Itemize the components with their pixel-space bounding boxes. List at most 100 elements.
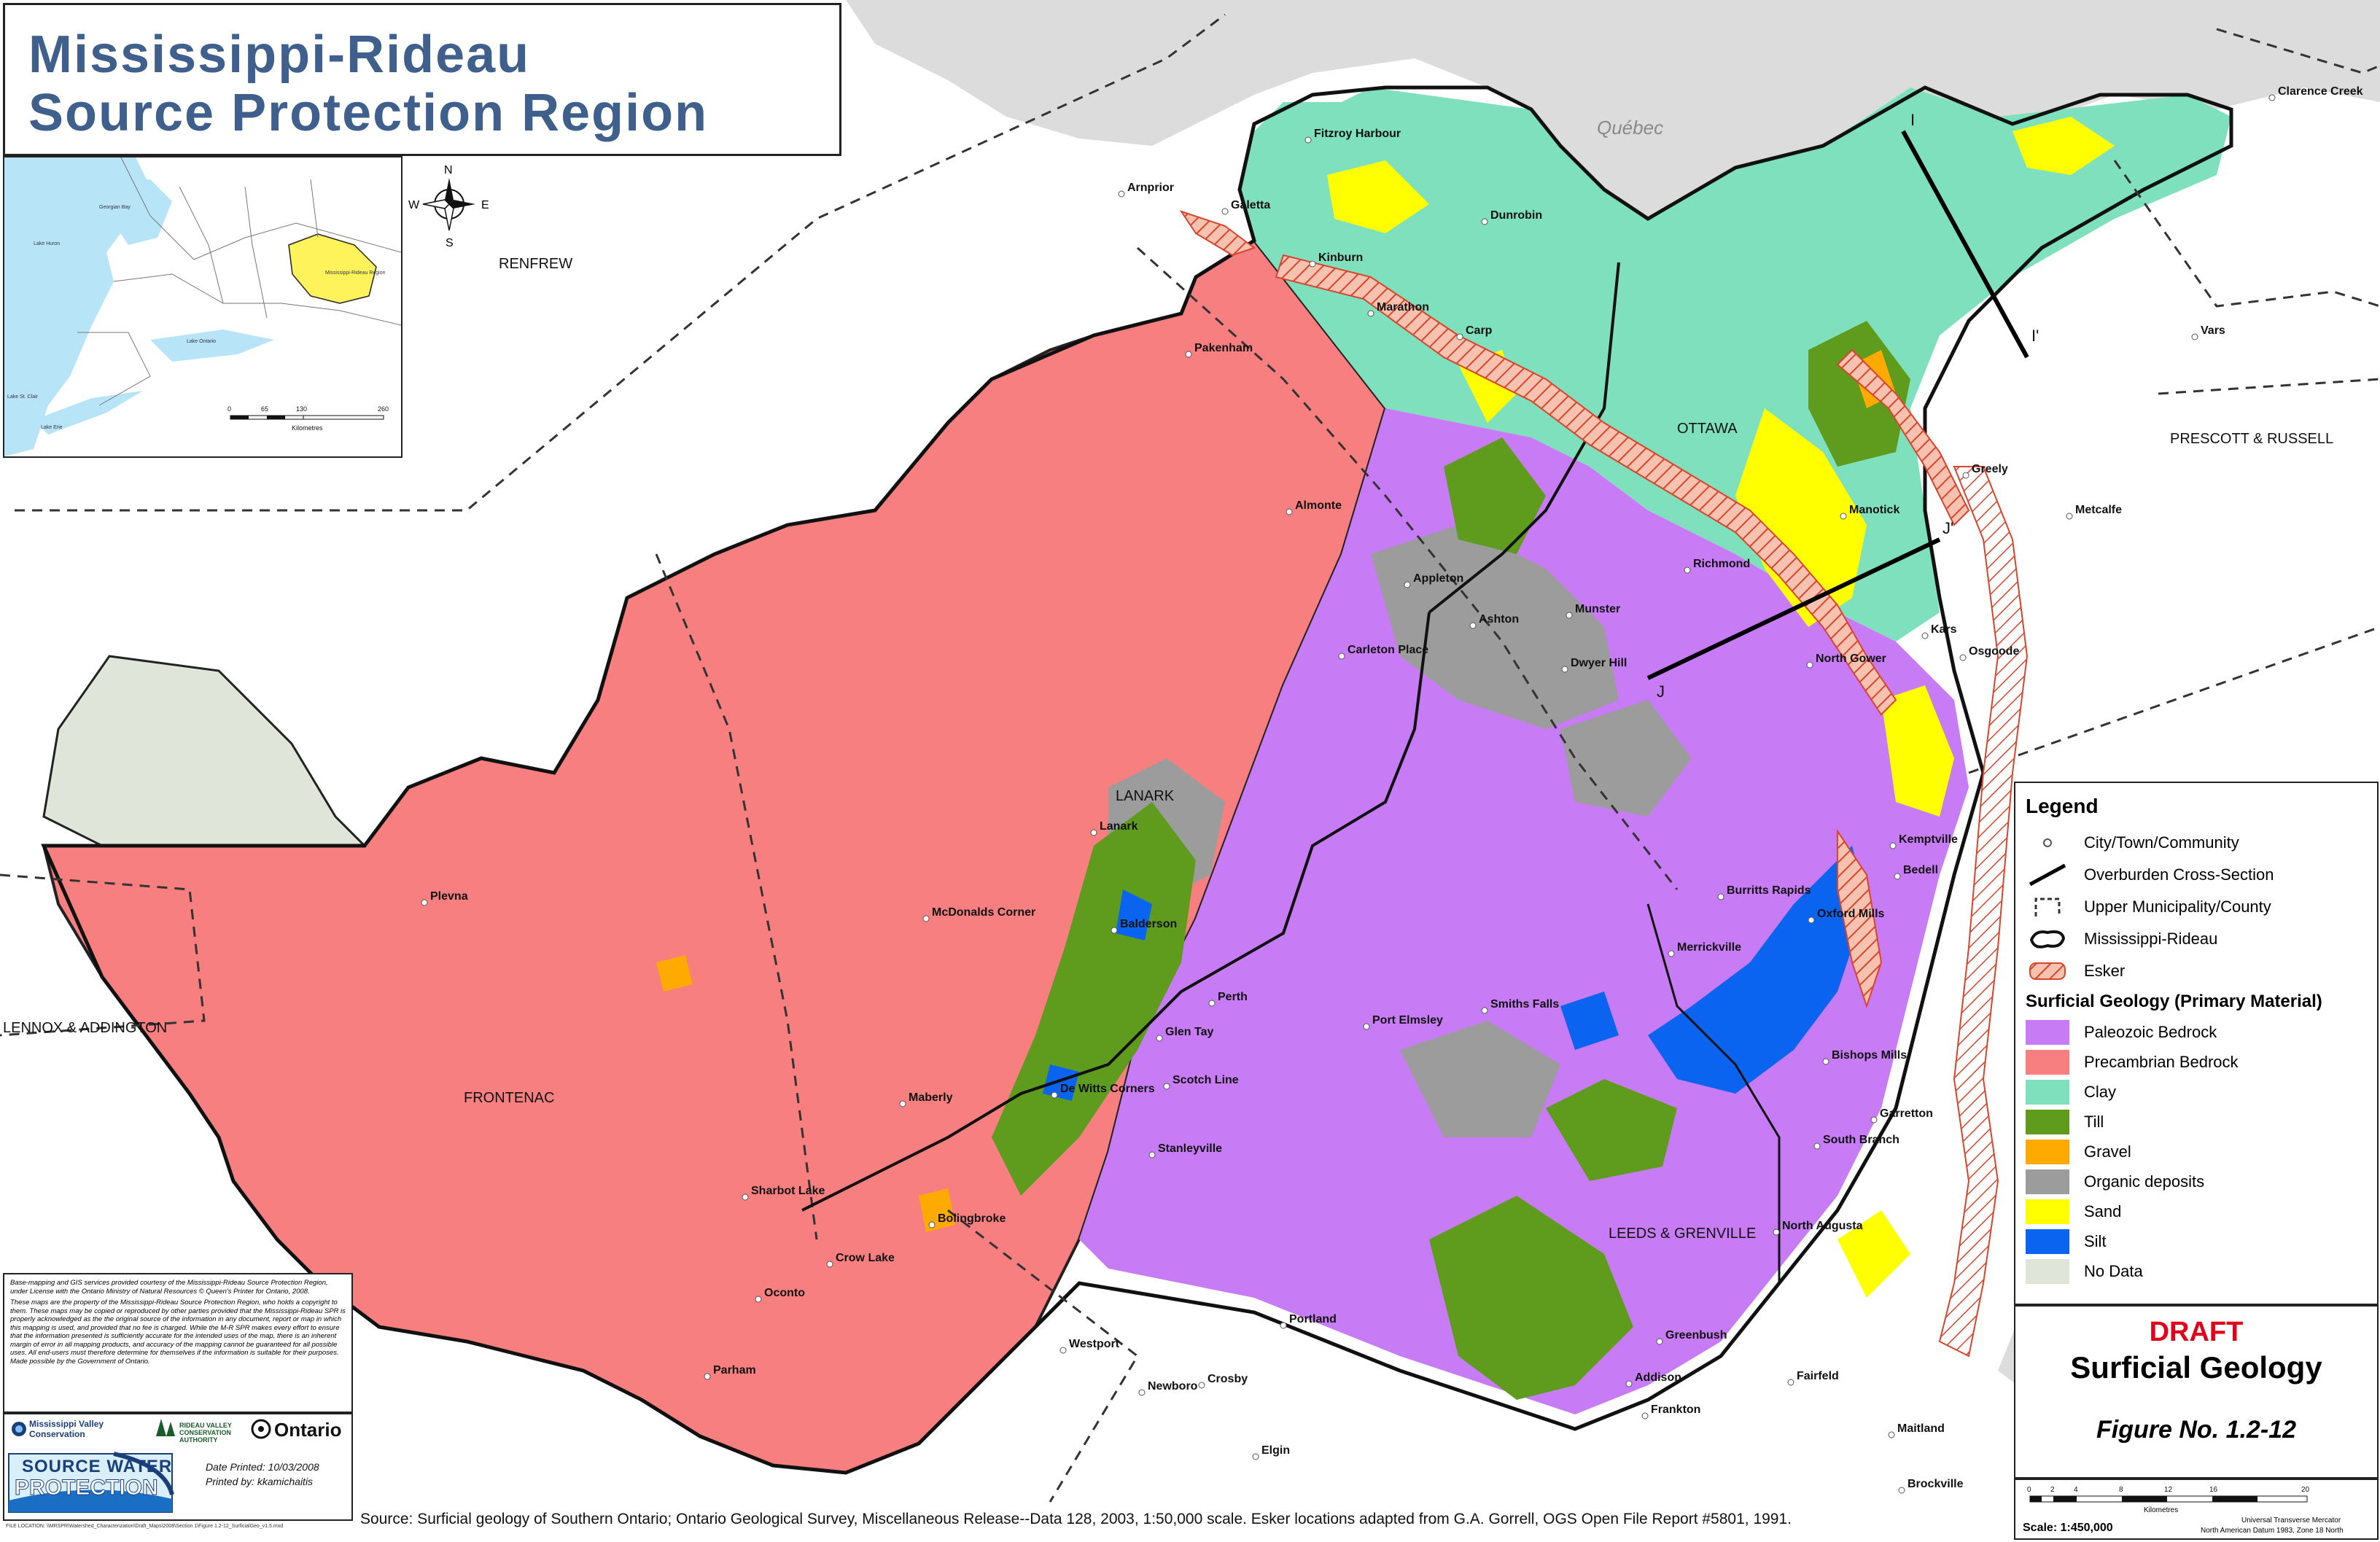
inset-label: Lake St. Clair — [7, 394, 39, 400]
organic-patch — [1560, 700, 1692, 817]
place-label: Stanleyville — [1158, 1142, 1222, 1155]
place-dot-icon — [928, 1221, 936, 1228]
county-boundary — [2216, 28, 2380, 74]
legend-swatch — [2026, 1080, 2069, 1105]
place-label: Smiths Falls — [1490, 998, 1559, 1011]
hatched-esker-icon — [2029, 962, 2066, 980]
legend-item: Paleozoic Bedrock — [2026, 1019, 2217, 1045]
place-dot-icon — [1221, 208, 1229, 215]
disclaimer-text: Base-mapping and GIS services provided c… — [10, 1279, 328, 1296]
no-data-zone — [42, 655, 368, 847]
scale-unit: Kilometres — [2144, 1506, 2178, 1514]
rvca-logo-icon — [156, 1419, 175, 1436]
legend-item: Till — [2026, 1109, 2104, 1135]
region-label: PRESCOTT & RUSSELL — [2170, 431, 2333, 447]
disclaimer-text: These maps are the property of the Missi… — [10, 1298, 346, 1366]
till-belt — [1808, 321, 1910, 467]
place-label: Bishops Mills — [1832, 1049, 1907, 1062]
sand-patch — [1327, 160, 1429, 233]
place-label: McDonalds Corner — [932, 906, 1035, 919]
legend-item: Precambrian Bedrock — [2026, 1049, 2239, 1075]
place-label: Kemptville — [1899, 833, 1958, 846]
place-dot-icon — [2066, 513, 2073, 520]
mvc-logo-icon — [12, 1422, 26, 1436]
place-dot-icon — [1367, 310, 1374, 317]
printed-by: Printed by: kkamichaitis — [206, 1476, 314, 1487]
scale-tick: 20 — [2301, 1486, 2310, 1494]
legend-label: No Data — [2084, 1262, 2143, 1280]
place-dot-icon — [1309, 260, 1316, 268]
place-dot-icon — [1773, 1228, 1780, 1236]
county-boundary — [2113, 160, 2380, 308]
place-label: Balderson — [1120, 918, 1177, 930]
place-dot-icon — [1304, 136, 1312, 144]
region-label: LEEDS & GRENVILLE — [1609, 1226, 1756, 1242]
place-label: Richmond — [1693, 558, 1750, 570]
lake-erie — [34, 391, 143, 435]
place-label: Appleton — [1413, 572, 1463, 585]
section-letter: J' — [1942, 519, 1953, 537]
place-label: Perth — [1218, 991, 1248, 1003]
legend-item: Sand — [2026, 1199, 2121, 1225]
place-label: Newboro — [1148, 1380, 1198, 1393]
legend-swatch — [2026, 1050, 2069, 1075]
legend-label: Till — [2084, 1113, 2104, 1131]
place-label: Carleton Place — [1348, 644, 1428, 656]
place-dot-icon — [1870, 1116, 1878, 1124]
place-label: Crow Lake — [836, 1252, 895, 1264]
till-belt — [1429, 1196, 1633, 1400]
legend-item: No Data — [2026, 1258, 2143, 1285]
inset-label: Lake Huron — [34, 241, 60, 246]
place-dot-icon — [1469, 622, 1477, 629]
scale-tick: 12 — [2164, 1486, 2173, 1494]
place-dot-icon — [826, 1261, 833, 1268]
place-dot-icon — [1156, 1035, 1163, 1042]
place-label: Osgoode — [1969, 645, 2019, 658]
place-label: Metcalfe — [2075, 504, 2122, 516]
place-label: Westport — [1069, 1338, 1120, 1350]
county-boundary — [1968, 626, 2380, 774]
quebec-area — [846, 0, 2380, 219]
place-dot-icon — [1185, 351, 1192, 358]
region-label: LANARK — [1116, 788, 1175, 804]
place-dot-icon — [1808, 916, 1815, 924]
legend-label: Esker — [2084, 962, 2126, 980]
region-label: RENFREW — [499, 256, 572, 272]
place-label: Carp — [1466, 324, 1493, 337]
legend-label: Clay — [2084, 1083, 2117, 1101]
inset-label: Lake Ontario — [187, 339, 216, 344]
disclaimer-panel: Base-mapping and GIS services provided c… — [3, 1273, 353, 1413]
place-dot-icon — [1921, 632, 1929, 639]
silt-patch — [1043, 1064, 1079, 1101]
inset-label: Mississippi-Rideau Region — [325, 270, 386, 276]
sand-patch — [2012, 117, 2115, 175]
place-dot-icon — [1894, 873, 1901, 880]
legend-geology-title: Surficial Geology (Primary Material) — [2026, 992, 2322, 1011]
county-boundary — [15, 13, 1226, 512]
sand-patch — [1838, 1210, 1910, 1298]
legend-swatch — [2026, 1110, 2069, 1134]
cross-section-line-i — [1901, 130, 2029, 359]
ontario-logo-text: Ontario — [274, 1419, 342, 1441]
place-dot-icon — [1813, 1142, 1821, 1150]
logo-panel: Mississippi Valley Conservation RIDEAU V… — [3, 1413, 353, 1521]
lake-ontario — [150, 330, 274, 362]
inset-scale-unit: Kilometres — [292, 424, 323, 432]
county-boundary — [1136, 246, 1679, 890]
place-dot-icon — [1717, 893, 1724, 900]
location-inset-map: Georgian Bay Lake Huron Lake Ontario Lak… — [3, 156, 402, 458]
source-credit: Source: Surficial geology of Southern On… — [360, 1511, 1792, 1527]
region-label: LENNOX & ADDINGTON — [3, 1020, 167, 1036]
county-boundary — [947, 1209, 1139, 1503]
place-label: Merrickville — [1677, 941, 1741, 954]
compass-e: E — [481, 199, 489, 211]
place-dot-icon — [1625, 1380, 1633, 1387]
place-label: Munster — [1575, 603, 1620, 615]
draft-status: DRAFT — [2149, 1317, 2244, 1347]
place-label: Portland — [1289, 1313, 1337, 1325]
place-dot-icon — [1840, 513, 1847, 520]
mvc-logo-text: Mississippi Valley Conservation — [29, 1419, 104, 1439]
place-label: Pakenham — [1194, 342, 1253, 354]
